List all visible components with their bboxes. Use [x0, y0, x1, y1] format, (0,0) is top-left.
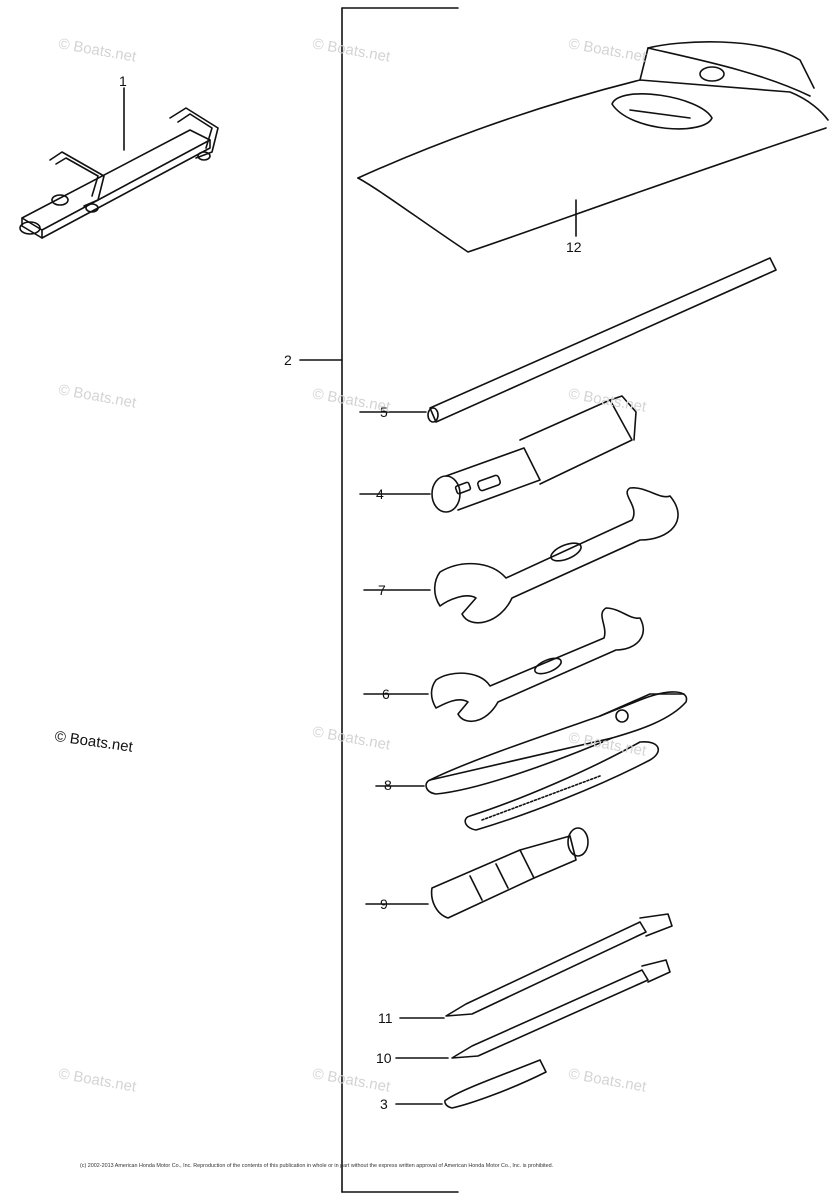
- callout-9: 9: [380, 896, 388, 912]
- callout-5: 5: [380, 404, 388, 420]
- assembly-bracket: [299, 7, 459, 1193]
- callout-2: 2: [284, 352, 292, 368]
- short-bit-part: [395, 1059, 547, 1109]
- battery-holder-part: [19, 87, 219, 239]
- callout-11: 11: [378, 1010, 393, 1026]
- pliers-part: [375, 691, 688, 831]
- callout-8: 8: [384, 777, 392, 793]
- screwdriver-handle-part: [365, 827, 589, 919]
- screwdriver-bit-11-part: [399, 913, 673, 1019]
- tool-bag-part: [357, 41, 829, 253]
- callout-3: 3: [380, 1096, 388, 1112]
- callout-10: 10: [376, 1050, 392, 1066]
- callout-1: 1: [119, 73, 127, 89]
- callout-12: 12: [566, 239, 582, 255]
- wrench-large-part: [363, 487, 679, 624]
- callout-4: 4: [376, 486, 384, 502]
- wrench-small-part: [363, 607, 645, 723]
- handle-bar-part: [359, 257, 777, 423]
- callout-7: 7: [378, 582, 386, 598]
- footer-copyright: (c) 2002-2013 American Honda Motor Co., …: [80, 1163, 554, 1169]
- screwdriver-bit-10-part: [395, 959, 671, 1059]
- callout-6: 6: [382, 686, 390, 702]
- plug-wrench-part: [359, 395, 637, 513]
